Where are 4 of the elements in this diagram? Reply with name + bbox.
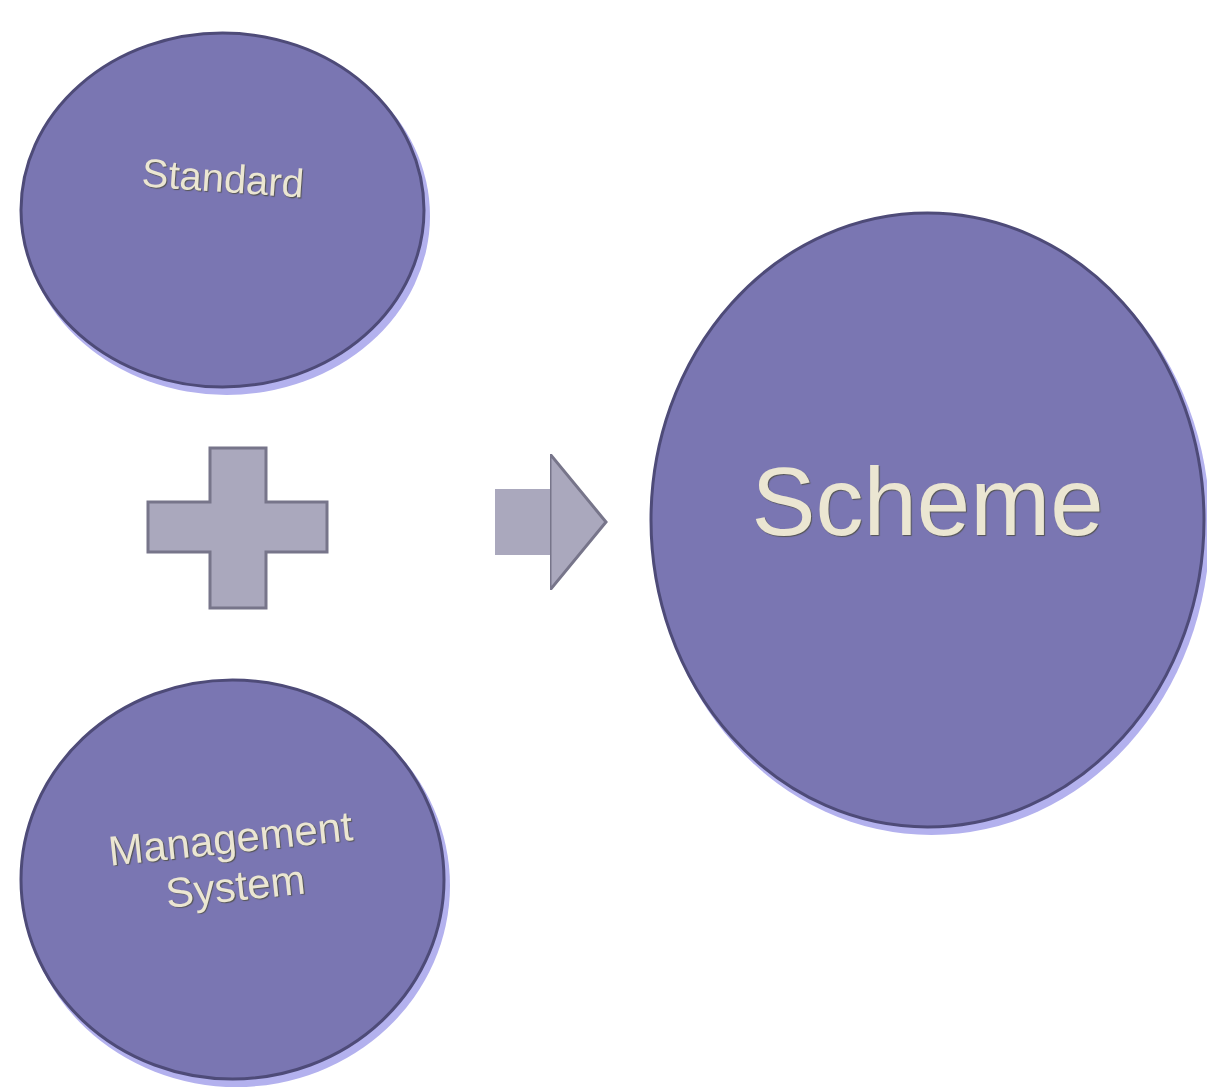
node-label: Scheme (750, 447, 1105, 558)
node-label: Standard (139, 149, 307, 208)
node-label: Management System (104, 800, 356, 919)
block-arrow (495, 452, 608, 592)
